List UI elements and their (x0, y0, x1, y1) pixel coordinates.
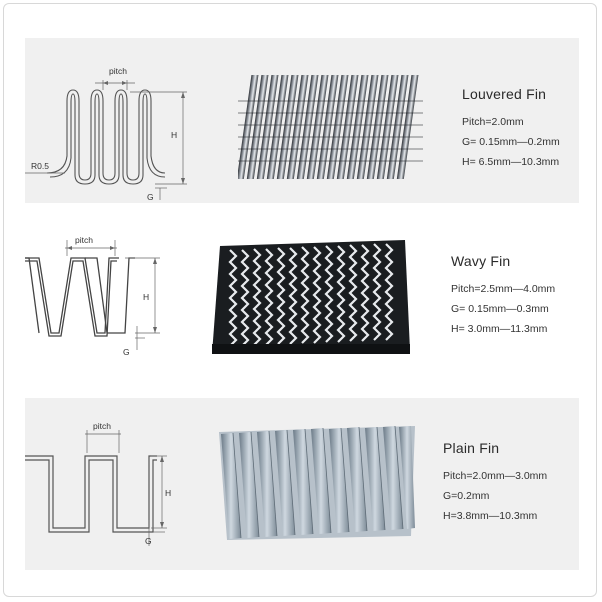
louvered-fin-photo (238, 75, 423, 179)
louvered-fin-diagram: pitch H G R0.5 (25, 66, 187, 202)
louvered-fin-panel: pitch H G R0.5 (25, 38, 579, 203)
louvered-gap-spec: G= 0.15mm—0.2mm (462, 136, 560, 148)
louvered-fin-title: Louvered Fin (462, 86, 547, 102)
plain-fin-photo (219, 425, 415, 540)
plain-fin-diagram: pitch H G (25, 421, 171, 546)
plain-height-label: H (165, 488, 171, 498)
wavy-fin-specs: Wavy Fin Pitch=2.5mm—4.0mm G= 0.15mm—0.3… (451, 253, 555, 339)
louvered-pitch-spec: Pitch=2.0mm (462, 116, 524, 128)
plain-fin-specs: Plain Fin Pitch=2.0mm—3.0mm G=0.2mm H=3.… (443, 440, 547, 526)
wavy-fin-photo (212, 240, 410, 354)
plain-pitch-spec: Pitch=2.0mm—3.0mm (443, 470, 548, 482)
plain-gap-label: G (145, 536, 152, 546)
wavy-pitch-spec: Pitch=2.5mm—4.0mm (451, 283, 556, 295)
wavy-fin-panel: pitch H G (25, 218, 579, 383)
louvered-fin-specs: Louvered Fin Pitch=2.0mm G= 0.15mm—0.2mm… (462, 86, 560, 172)
wavy-height-spec: H= 3.0mm—11.3mm (451, 323, 548, 335)
louvered-pitch-label: pitch (109, 66, 127, 76)
plain-fin-title: Plain Fin (443, 440, 500, 456)
plain-height-spec: H=3.8mm—10.3mm (443, 510, 538, 522)
wavy-height-label: H (143, 292, 149, 302)
wavy-fin-diagram: pitch H G (25, 235, 160, 357)
wavy-gap-spec: G= 0.15mm—0.3mm (451, 303, 549, 315)
wavy-gap-label: G (123, 347, 130, 357)
plain-pitch-label: pitch (93, 421, 111, 431)
louvered-height-label: H (171, 130, 177, 140)
louvered-height-spec: H= 6.5mm—10.3mm (462, 156, 560, 168)
plain-gap-spec: G=0.2mm (443, 490, 490, 502)
louvered-radius-label: R0.5 (31, 161, 49, 171)
wavy-fin-title: Wavy Fin (451, 253, 511, 269)
louvered-gap-label: G (147, 192, 154, 202)
plain-fin-panel: pitch H G (25, 398, 579, 570)
wavy-pitch-label: pitch (75, 235, 93, 245)
